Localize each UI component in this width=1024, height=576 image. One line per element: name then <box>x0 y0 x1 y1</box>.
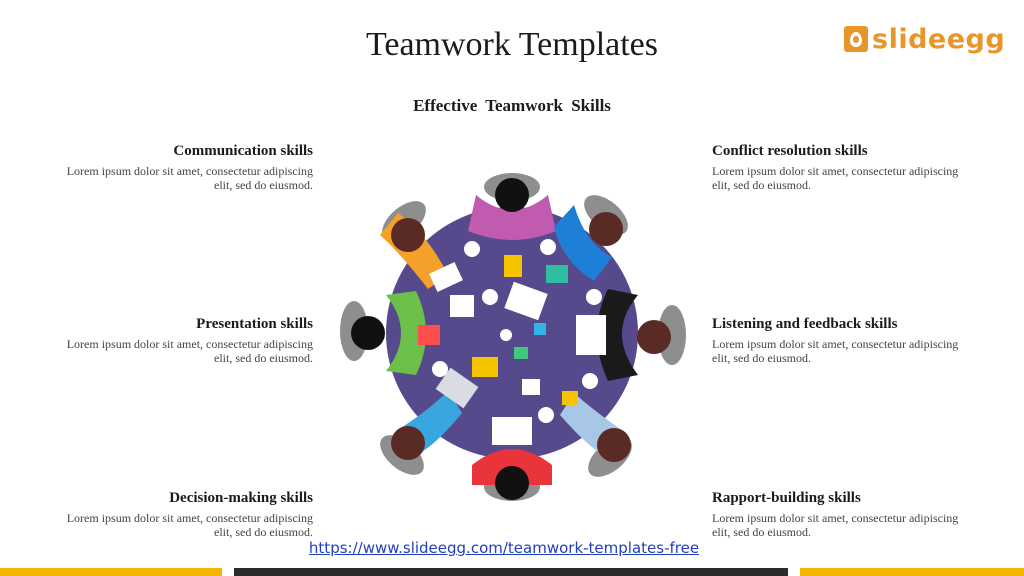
skill-title: Presentation skills <box>196 316 313 332</box>
brand-logo[interactable]: slideegg <box>844 23 1005 55</box>
source-link[interactable]: https://www.slideegg.com/teamwork-templa… <box>308 539 700 557</box>
skill-title: Conflict resolution skills <box>712 143 868 159</box>
skill-description: Lorem ipsum dolor sit amet, consectetur … <box>66 337 313 365</box>
page-title: Teamwork Templates <box>365 26 659 63</box>
team-meeting-illustration <box>340 173 686 501</box>
egg-logo-icon <box>844 26 868 52</box>
skill-communication: Communication skills Lorem ipsum dolor s… <box>48 143 313 192</box>
footer-bar-center <box>234 568 788 576</box>
page-subtitle: Effective Teamwork Skills <box>413 96 611 115</box>
skill-decision-making: Decision-making skills Lorem ipsum dolor… <box>48 490 313 539</box>
skill-title: Communication skills <box>173 143 313 159</box>
skill-title: Rapport-building skills <box>712 490 861 506</box>
skill-description: Lorem ipsum dolor sit amet, consectetur … <box>712 164 959 192</box>
skill-title: Listening and feedback skills <box>712 316 898 332</box>
skill-description: Lorem ipsum dolor sit amet, consectetur … <box>712 511 959 539</box>
footer-bar-right <box>800 568 1024 576</box>
footer-bar-left <box>0 568 222 576</box>
skill-title: Decision-making skills <box>169 490 313 506</box>
skill-description: Lorem ipsum dolor sit amet, consectetur … <box>66 511 313 539</box>
skill-rapport-building: Rapport-building skills Lorem ipsum dolo… <box>712 490 977 539</box>
logo-text: slideegg <box>872 23 1006 55</box>
skill-description: Lorem ipsum dolor sit amet, consectetur … <box>712 337 959 365</box>
skill-description: Lorem ipsum dolor sit amet, consectetur … <box>66 164 313 192</box>
skill-listening-feedback: Listening and feedback skills Lorem ipsu… <box>712 316 977 365</box>
skill-conflict-resolution: Conflict resolution skills Lorem ipsum d… <box>712 143 977 192</box>
skill-presentation: Presentation skills Lorem ipsum dolor si… <box>48 316 313 365</box>
